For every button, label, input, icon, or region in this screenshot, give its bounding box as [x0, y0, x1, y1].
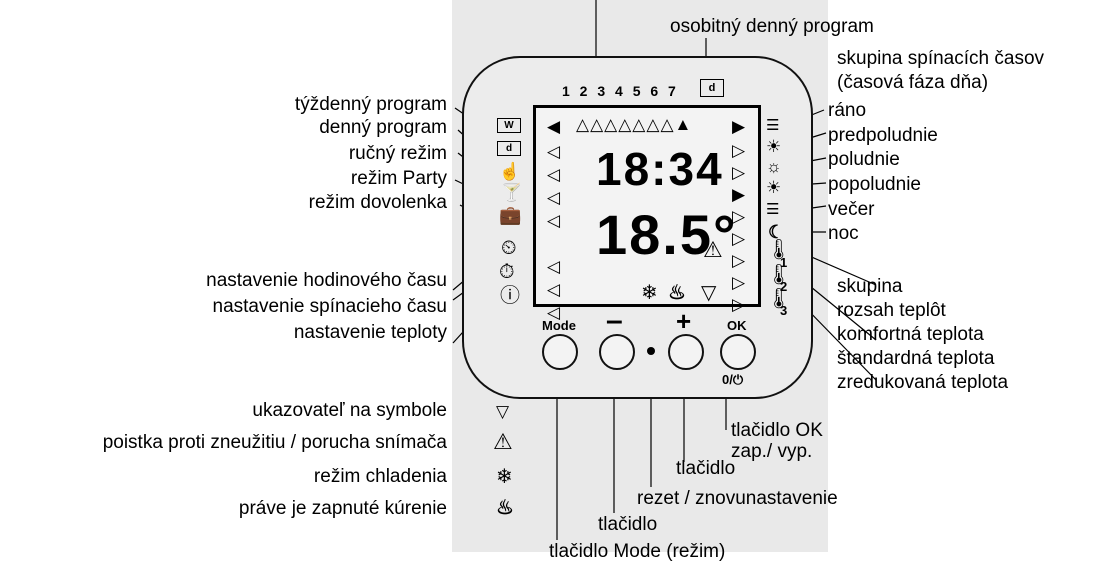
- time-display: 18:34: [596, 143, 724, 195]
- morning-icon: ☰: [766, 117, 780, 134]
- label-evening: večer: [828, 199, 875, 220]
- label-temperature-setting: nastavenie teploty: [293, 322, 447, 343]
- label-party-mode: režim Party: [350, 168, 447, 189]
- label-switch-group: skupina spínacích časov: [837, 48, 1045, 69]
- forenoon-icon: ☀: [766, 137, 782, 156]
- lcd-display: [533, 105, 761, 307]
- legend-pointer-icon: ▽: [496, 402, 510, 421]
- legend-heating-icon: ♨: [496, 497, 514, 519]
- party-icon: 🍸: [501, 183, 523, 202]
- holiday-suitcase-icon: 💼: [499, 205, 522, 225]
- label-morning: ráno: [828, 100, 867, 121]
- label-night: noc: [828, 223, 859, 244]
- legend-cooling-label: režim chladenia: [313, 466, 447, 487]
- label-forenoon: predpoludnie: [828, 125, 938, 146]
- legend-warning-icon: ⚠: [493, 429, 513, 454]
- minus-button[interactable]: [599, 334, 635, 370]
- label-plus-button: tlačidlo: [676, 458, 736, 479]
- noon-icon: ☼: [766, 157, 782, 176]
- label-temp-range: rozsah teplôt: [837, 300, 946, 321]
- label-temp-group: skupina: [837, 276, 903, 297]
- day-numbers: 1 2 3 4 5 6 7: [562, 83, 679, 99]
- label-minus-button: tlačidlo: [598, 514, 658, 535]
- reset-button[interactable]: [647, 347, 655, 355]
- label-clock-setting: nastavenie hodinového času: [206, 270, 447, 291]
- label-switch-time-setting: nastavenie spínacieho času: [212, 296, 448, 317]
- weekly-program-icon: W: [497, 118, 521, 133]
- legend-tamper-label: poistka proti zneužitiu / porucha snímač…: [102, 432, 447, 453]
- label-manual-mode: ručný režim: [348, 143, 447, 164]
- thermometer-1-icon: 🌡: [766, 239, 792, 261]
- pointer-down-icon: ▽: [701, 282, 717, 304]
- thermometer-3-icon: 🌡: [766, 288, 792, 310]
- legend-pointer-label: ukazovateľ na symbole: [252, 400, 447, 421]
- ok-button-label: OK: [727, 318, 747, 333]
- label-holiday-mode: režim dovolenka: [308, 192, 447, 213]
- left-pointer-column-icon: ◁◁◁◁◁◁◁: [547, 142, 561, 322]
- left-arrow-icon: ◀: [547, 117, 561, 136]
- label-afternoon: popoludnie: [828, 174, 921, 195]
- warning-icon: ⚠: [703, 237, 723, 262]
- label-onoff: zap./ vyp.: [731, 441, 813, 462]
- label-reduced-temp: zredukovaná teplota: [837, 372, 1009, 393]
- label-standard-temp: štandardná teplota: [837, 348, 995, 369]
- label-noon: poludnie: [828, 149, 900, 170]
- night-moon-icon: ☾: [768, 222, 785, 242]
- ok-button[interactable]: [720, 334, 756, 370]
- legend-cooling-icon: ❄: [496, 466, 513, 488]
- plus-button-label: +: [676, 306, 692, 336]
- mode-button[interactable]: [542, 334, 578, 370]
- switch-time-icon: ⏱: [499, 261, 515, 283]
- temperature-setting-icon: ⓘ: [500, 285, 520, 307]
- label-daily-program: denný program: [319, 117, 447, 138]
- plus-button[interactable]: [668, 334, 704, 370]
- temp-level-2: 2: [780, 279, 788, 294]
- evening-icon: ☰: [766, 201, 780, 218]
- cooling-icon: ❄: [641, 282, 658, 304]
- afternoon-icon: ☀: [766, 178, 782, 197]
- label-ok-button: tlačidlo OK: [731, 420, 823, 441]
- manual-mode-icon: ☝: [499, 162, 521, 181]
- right-arrow-icon: ▶: [732, 117, 746, 136]
- minus-button-label: –: [606, 304, 623, 337]
- temp-level-1: 1: [780, 255, 788, 270]
- clock-icon: ⏲: [501, 237, 517, 259]
- onoff-label: 0/⏻: [722, 372, 744, 387]
- right-pointer-column-icon: ▷▷▶▷▷▷▷▷: [732, 141, 746, 314]
- mode-button-label: Mode: [542, 318, 576, 333]
- label-special-daily-program: osobitný denný program: [670, 16, 874, 37]
- label-comfort-temp: komfortná teplota: [837, 324, 984, 345]
- special-day-badge: d: [700, 79, 724, 97]
- label-reset: rezet / znovunastavenie: [637, 488, 838, 509]
- heating-icon: ♨: [668, 282, 686, 304]
- thermometer-2-icon: 🌡: [766, 264, 792, 286]
- day-pointer-row-icon: △△△△△△△▲: [576, 115, 693, 134]
- label-mode-button: tlačidlo Mode (režim): [549, 541, 726, 562]
- label-day-phase: (časová fáza dňa): [837, 72, 989, 93]
- label-weekly-program: týždenný program: [294, 94, 447, 115]
- temp-level-3: 3: [780, 303, 788, 318]
- daily-program-icon: d: [497, 141, 521, 156]
- temperature-display: 18.5°: [596, 203, 738, 266]
- legend-heating-label: práve je zapnuté kúrenie: [238, 498, 447, 519]
